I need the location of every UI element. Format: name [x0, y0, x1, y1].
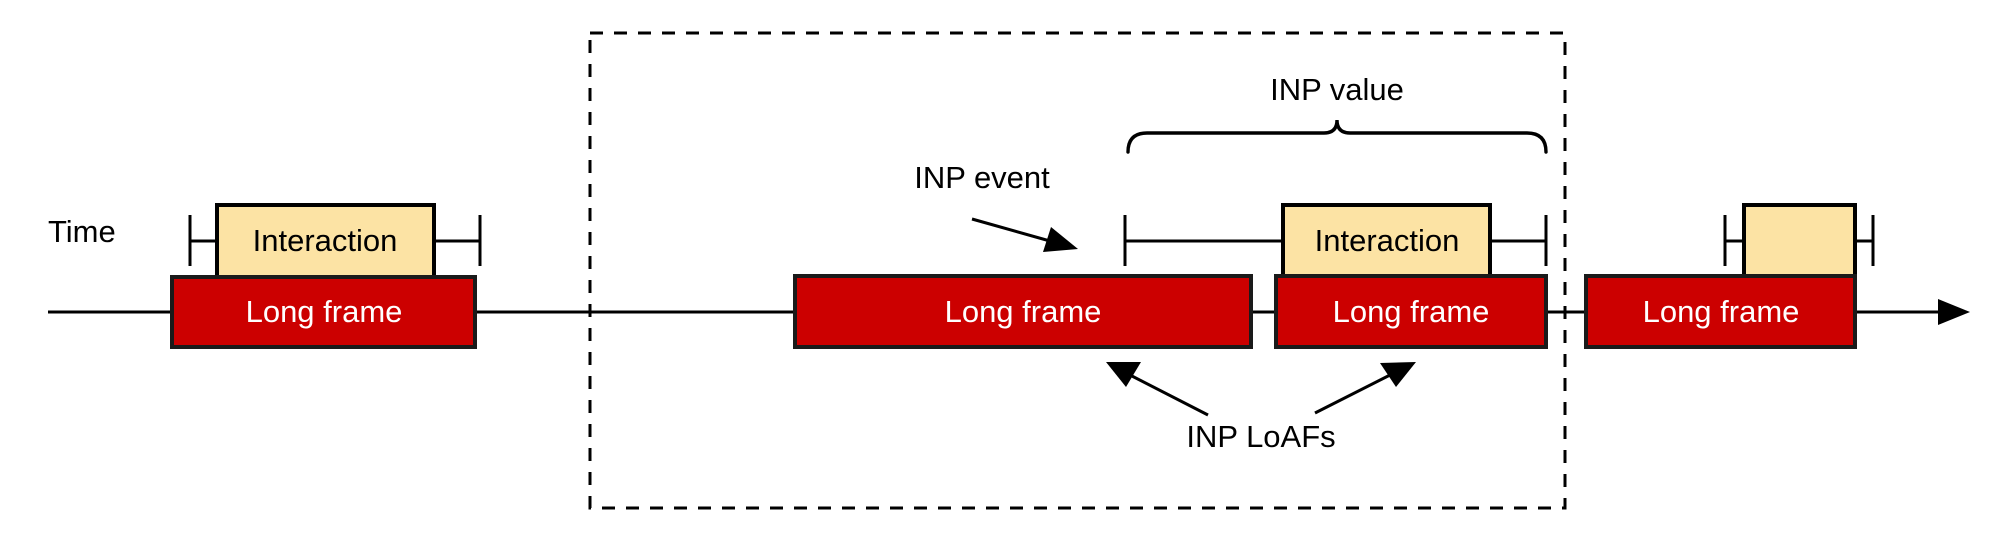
long-frame-3-label: Long frame [1332, 294, 1490, 329]
inp-loafs-arrow-right [1314, 362, 1416, 415]
interaction-3-measure-ticks [1723, 215, 1875, 266]
time-arrow-head [1938, 299, 1970, 325]
long-frame-4-label: Long frame [1642, 294, 1800, 329]
interaction-2-box [1281, 203, 1492, 279]
long-frame-1-label: Long frame [245, 294, 403, 329]
long-frame-2-box [793, 274, 1253, 349]
interaction-2-label: Interaction [1314, 223, 1460, 258]
interaction-1-measure-ticks [188, 215, 482, 266]
long-frame-3-box [1274, 274, 1548, 349]
inp-loafs-label: INP LoAFs [1186, 419, 1336, 454]
inp-value-brace [1126, 119, 1548, 154]
inp-value-label: INP value [1270, 72, 1404, 107]
time-axis [48, 299, 1970, 325]
long-frame-2-label: Long frame [944, 294, 1102, 329]
inp-event-label: INP event [914, 160, 1050, 195]
time-axis-label: Time [48, 214, 116, 249]
long-frame-1-box [170, 275, 477, 349]
interaction-1-label: Interaction [252, 223, 398, 258]
interaction-2-measure-ticks [1123, 215, 1548, 266]
interaction-1-box [215, 203, 436, 279]
interaction-3-box [1742, 203, 1857, 279]
inp-event-arrow [971, 217, 1078, 252]
inp-region-dashed-box [588, 31, 1567, 510]
inp-loafs-arrow-left [1106, 362, 1209, 417]
long-frame-4-box [1584, 274, 1857, 349]
